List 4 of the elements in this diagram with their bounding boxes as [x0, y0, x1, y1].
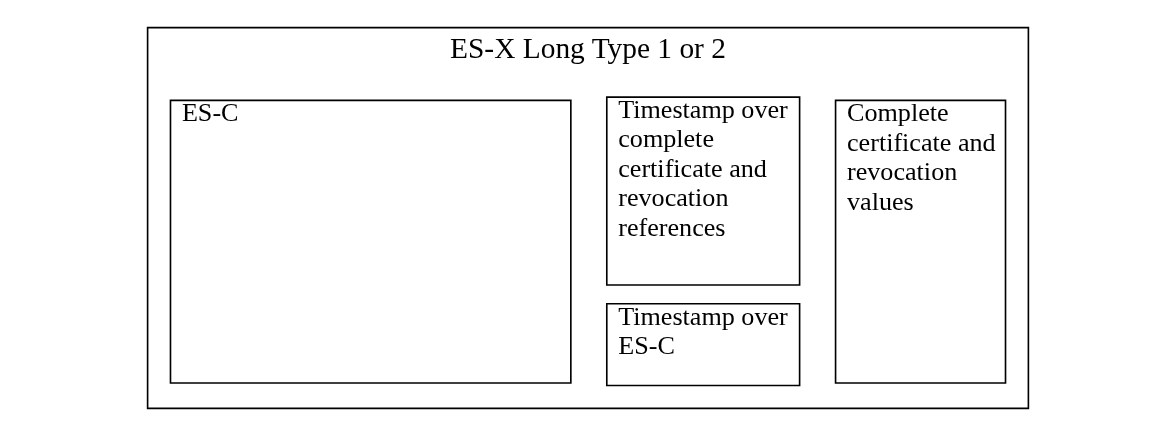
node-box: ES-C: [169, 99, 572, 384]
node-box: Timestamp over ES-C: [605, 302, 801, 387]
node-box: Timestamp over complete certificate and revocation references: [605, 96, 801, 286]
node-box: Complete certificate and revocation values: [834, 99, 1007, 384]
